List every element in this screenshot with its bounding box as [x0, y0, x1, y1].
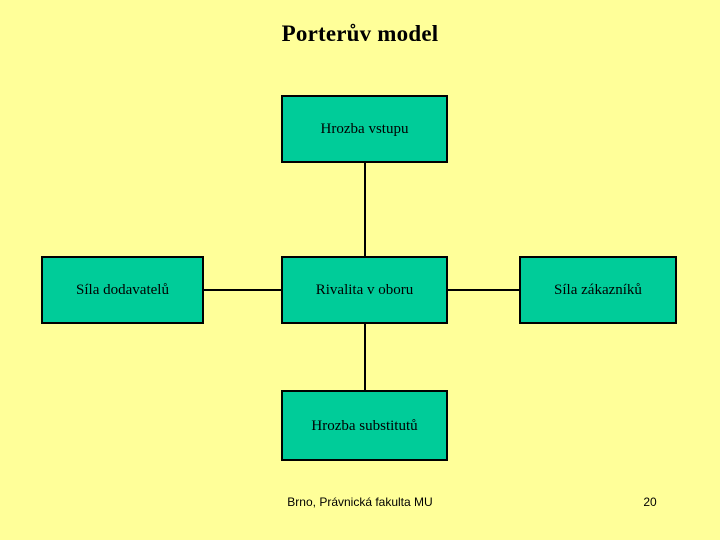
force-box-entry[interactable]: Hrozba vstupu	[281, 95, 448, 163]
force-box-substitutes[interactable]: Hrozba substitutů	[281, 390, 448, 461]
connector-suppliers-to-rivalry	[204, 289, 281, 291]
connector-rivalry-to-substitutes	[364, 324, 366, 390]
footer-text: Brno, Právnická fakulta MU	[287, 495, 433, 509]
page-title: Porterův model	[281, 21, 439, 46]
porter-five-forces-diagram: Hrozba vstupu Síla dodavatelů Rivalita v…	[41, 95, 677, 461]
force-box-suppliers-label: Síla dodavatelů	[76, 282, 169, 298]
force-box-rivalry[interactable]: Rivalita v oboru	[281, 256, 448, 324]
force-box-rivalry-label: Rivalita v oboru	[315, 282, 414, 298]
force-box-suppliers[interactable]: Síla dodavatelů	[41, 256, 204, 324]
page-number: 20	[643, 495, 657, 509]
force-box-customers[interactable]: Síla zákazníků	[519, 256, 677, 324]
force-box-substitutes-label: Hrozba substitutů	[311, 417, 418, 434]
slide-footer: Brno, Právnická fakulta MU 20	[0, 494, 720, 516]
force-box-entry-label: Hrozba vstupu	[320, 121, 409, 137]
force-box-customers-label: Síla zákazníků	[554, 282, 642, 298]
connector-rivalry-to-customers	[448, 289, 519, 291]
connector-entry-to-rivalry	[364, 163, 366, 256]
